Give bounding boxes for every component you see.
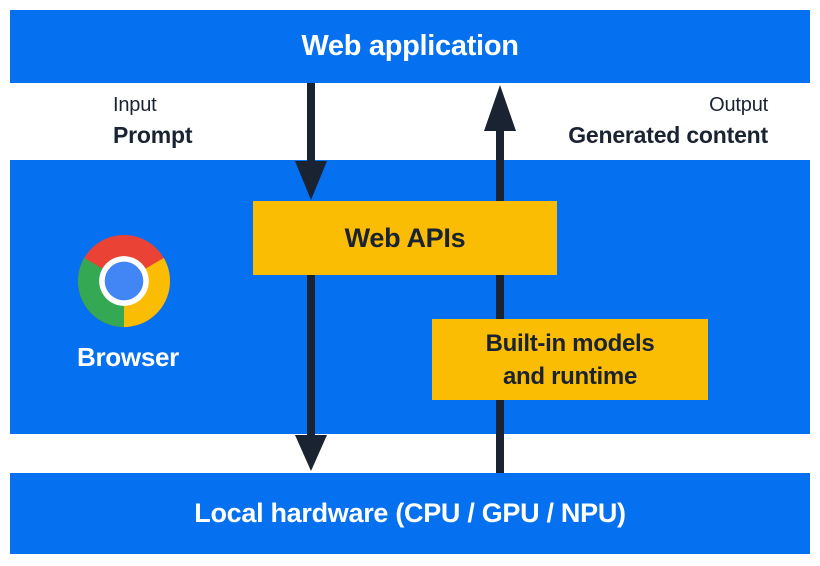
web-application-bar: Web application	[10, 10, 810, 83]
output-caption: Output	[709, 94, 768, 116]
local-hardware-bar: Local hardware (CPU / GPU / NPU)	[10, 473, 810, 554]
web-apis-label: Web APIs	[344, 222, 466, 253]
output-label-group: Output Generated content	[568, 91, 768, 150]
output-value-label: Generated content	[568, 122, 768, 148]
builtin-models-box: Built-in models and runtime	[432, 319, 708, 400]
local-hardware-label: Local hardware (CPU / GPU / NPU)	[194, 498, 626, 528]
chrome-icon-blue-center	[104, 261, 144, 301]
builtin-models-label-line2: and runtime	[502, 362, 638, 390]
browser-label: Browser	[77, 342, 179, 372]
input-label-group: Input Prompt	[113, 91, 193, 150]
web-application-label: Web application	[301, 30, 519, 62]
builtin-models-label-line1: Built-in models	[485, 329, 655, 357]
input-value-label: Prompt	[113, 122, 193, 148]
chrome-icon	[78, 235, 170, 327]
web-apis-box: Web APIs	[253, 201, 557, 275]
input-caption: Input	[113, 94, 157, 116]
